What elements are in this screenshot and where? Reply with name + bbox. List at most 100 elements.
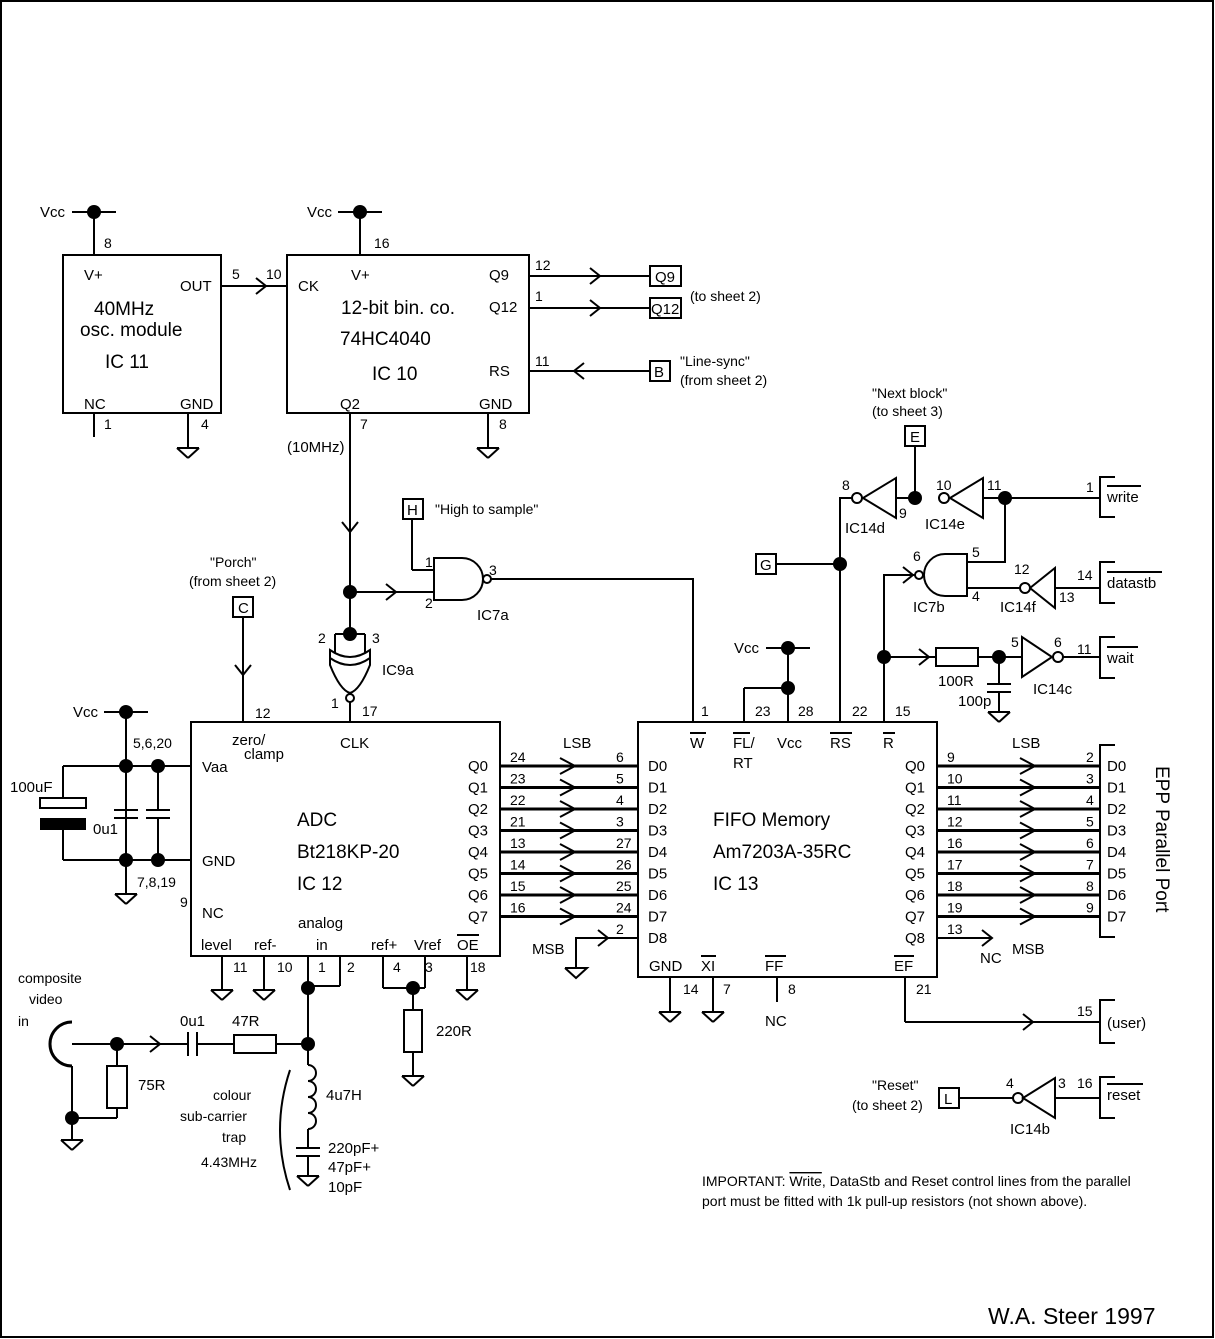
svg-text:analog: analog (298, 915, 343, 932)
svg-text:IC14d: IC14d (845, 520, 885, 537)
svg-text:15: 15 (895, 703, 911, 719)
svg-text:(10MHz): (10MHz) (287, 439, 345, 456)
fifo-out-pin-number: 10 (947, 771, 963, 787)
svg-text:clamp: clamp (244, 746, 284, 763)
svg-text:12: 12 (1014, 561, 1030, 577)
svg-text:Vcc: Vcc (73, 704, 99, 721)
video-input-network: composite video in 75R 0u1 47R 4u7H 220p… (18, 970, 380, 1196)
port-pin-number: 7 (1086, 857, 1094, 873)
ic7a-nand: H "High to sample" 1 2 3 IC7a (343, 498, 694, 722)
bus-arrow (559, 907, 578, 926)
bus-arrow (559, 757, 578, 775)
fifo-out-pin-number: 17 (947, 857, 963, 873)
svg-text:trap: trap (222, 1129, 246, 1145)
adc-output-label: Q1 (468, 780, 488, 797)
svg-text:2: 2 (318, 630, 326, 646)
fifo-input-label: D4 (648, 844, 667, 861)
svg-text:3: 3 (372, 630, 380, 646)
ic9a-gate: 2 3 1 IC9a (318, 627, 414, 722)
adc-pin-number: 23 (510, 771, 526, 787)
bus-arrow (559, 778, 578, 797)
svg-text:Vcc: Vcc (734, 640, 760, 657)
svg-text:Vaa: Vaa (202, 759, 228, 776)
svg-text:16: 16 (374, 235, 390, 251)
svg-text:220R: 220R (436, 1023, 472, 1040)
svg-text:5,6,20: 5,6,20 (133, 735, 172, 751)
svg-text:Vref: Vref (414, 937, 442, 954)
svg-text:21: 21 (916, 981, 932, 997)
svg-text:colour: colour (213, 1087, 251, 1103)
svg-text:100p: 100p (958, 693, 991, 710)
fifo-input-label: D5 (648, 866, 667, 883)
svg-text:Bt218KP-20: Bt218KP-20 (297, 842, 399, 863)
fifo-pin-number: 24 (616, 900, 632, 916)
msb-arrow (597, 929, 610, 947)
fifo-input-label: D8 (648, 930, 667, 947)
svg-text:W: W (690, 735, 705, 752)
port-bus-arrow (1019, 907, 1038, 926)
port-bus-arrow (1019, 778, 1038, 797)
svg-text:reset: reset (1107, 1087, 1141, 1104)
svg-text:IC 12: IC 12 (297, 874, 342, 895)
svg-text:18: 18 (470, 959, 486, 975)
ic13-title: FIFO Memory (713, 810, 831, 831)
svg-text:5: 5 (232, 266, 240, 282)
port-data-label: D4 (1107, 844, 1126, 861)
svg-text:4u7H: 4u7H (326, 1087, 362, 1104)
svg-text:V+: V+ (84, 267, 103, 284)
svg-text:composite: composite (18, 970, 82, 986)
svg-text:"High to sample": "High to sample" (435, 501, 538, 517)
svg-text:9: 9 (899, 505, 907, 521)
svg-text:6: 6 (1054, 634, 1062, 650)
lsb-out-label: LSB (1012, 735, 1040, 752)
svg-text:47R: 47R (232, 1013, 260, 1030)
svg-text:port must be fitted with 1k pu: port must be fitted with 1k pull-up resi… (702, 1193, 1087, 1209)
svg-text:IC7a: IC7a (477, 607, 509, 624)
adc-output-label: Q2 (468, 801, 488, 818)
svg-text:NC: NC (202, 905, 224, 922)
svg-text:1: 1 (318, 959, 326, 975)
svg-text:4: 4 (393, 959, 401, 975)
svg-text:Q2: Q2 (340, 396, 360, 413)
svg-text:(from sheet 2): (from sheet 2) (680, 372, 767, 388)
fifo-pin-number: 25 (616, 878, 632, 894)
port-data-label: D2 (1107, 801, 1126, 818)
svg-text:5: 5 (972, 544, 980, 560)
svg-text:1: 1 (331, 695, 339, 711)
fifo-output-label: Q1 (905, 780, 925, 797)
fifo-pin-number: 2 (616, 921, 624, 937)
fifo-input-label: D0 (648, 758, 667, 775)
fifo-out-pin-number: 12 (947, 814, 963, 830)
svg-text:ref-: ref- (254, 937, 277, 954)
svg-text:1: 1 (535, 288, 543, 304)
svg-text:RS: RS (830, 735, 851, 752)
fifo-output-label: Q2 (905, 801, 925, 818)
svg-text:1: 1 (104, 416, 112, 432)
svg-text:14: 14 (683, 981, 699, 997)
adc-pin-number: 14 (510, 857, 526, 873)
svg-text:OE: OE (457, 937, 479, 954)
svg-text:CLK: CLK (340, 735, 369, 752)
vcc-label: Vcc (40, 204, 66, 221)
svg-text:V+: V+ (351, 267, 370, 284)
svg-text:100R: 100R (938, 673, 974, 690)
svg-text:(to sheet 3): (to sheet 3) (872, 403, 943, 419)
svg-text:IC14e: IC14e (925, 516, 965, 533)
adc-pin-number: 15 (510, 878, 526, 894)
ic10-title: 12-bit bin. co. (341, 298, 455, 319)
port-bus-arrow (1019, 821, 1038, 840)
svg-text:NC: NC (84, 396, 106, 413)
fifo-output-label: Q5 (905, 866, 925, 883)
lsb-label: LSB (563, 735, 591, 752)
svg-text:H: H (407, 502, 418, 519)
bus-arrow (559, 821, 578, 840)
svg-text:R: R (883, 735, 894, 752)
fifo-input-label: D6 (648, 887, 667, 904)
port-pin-number: 8 (1086, 878, 1094, 894)
svg-text:13: 13 (1059, 589, 1075, 605)
port-bus-arrow (1019, 886, 1038, 904)
q8-arrow (981, 929, 994, 947)
svg-text:4: 4 (972, 588, 980, 604)
